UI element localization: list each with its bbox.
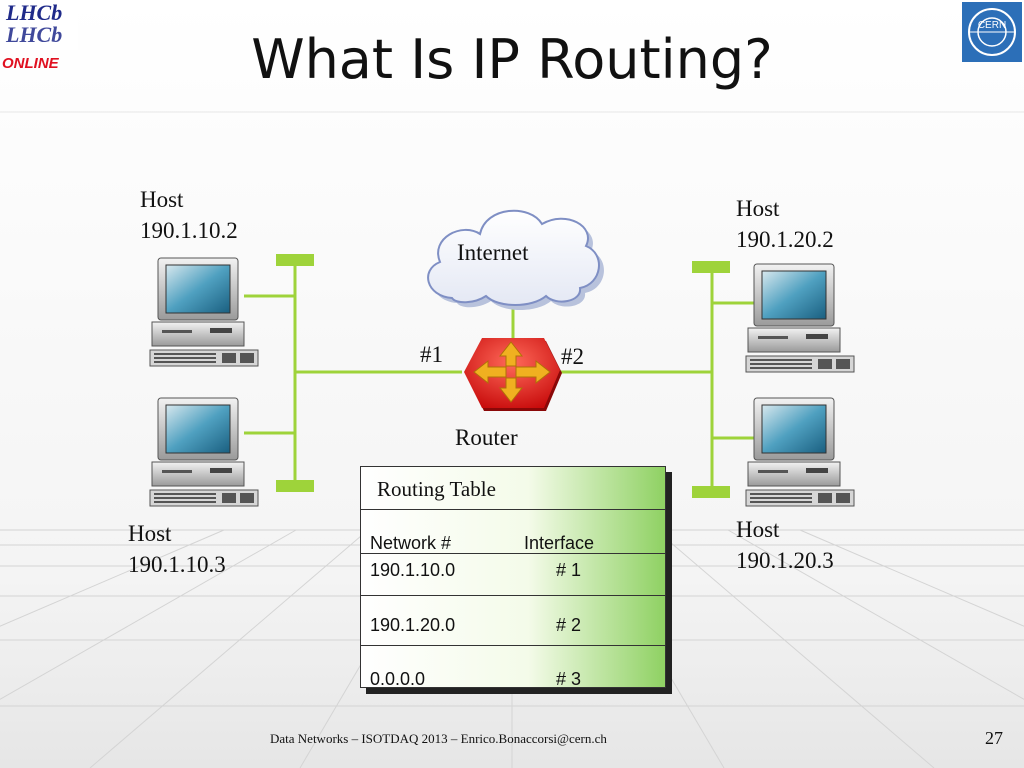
svg-text:LHCb: LHCb xyxy=(5,22,62,47)
host-label-title: Host xyxy=(736,517,780,542)
lhcb-logo: LHCb LHCb ONLINE xyxy=(0,0,78,72)
host-computer-icon xyxy=(745,263,855,373)
table-cell-interface: # 1 xyxy=(556,560,582,580)
routing-table-divider xyxy=(361,509,665,510)
routing-table-title: Routing Table xyxy=(377,477,496,501)
slide-title: What Is IP Routing? xyxy=(251,28,773,91)
router-label: Router xyxy=(455,425,518,450)
table-cell-interface: # 2 xyxy=(556,615,582,635)
routing-table: Routing Table Network # Interface 190.1.… xyxy=(360,466,666,689)
routing-table-divider xyxy=(361,553,665,554)
host-address: 190.1.20.2 xyxy=(736,227,834,252)
host-label-title: Host xyxy=(736,196,780,221)
routing-table-divider xyxy=(361,645,665,646)
svg-text:LHCb: LHCb xyxy=(5,0,62,25)
host-computer-icon xyxy=(745,397,855,507)
page-number: 27 xyxy=(985,728,1003,748)
host-computer-icon xyxy=(149,397,259,507)
column-header-network: Network # xyxy=(370,533,452,553)
router-icon xyxy=(464,338,562,411)
host-label: Host 190.1.20.2 xyxy=(736,193,834,255)
host-computer-icon xyxy=(149,257,259,367)
router-port-1-label: #1 xyxy=(420,342,443,367)
host-address: 190.1.10.3 xyxy=(128,552,226,577)
table-cell-network: 0.0.0.0 xyxy=(370,669,426,689)
host-address: 190.1.20.3 xyxy=(736,548,834,573)
host-label: Host 190.1.20.3 xyxy=(736,514,834,576)
router-port-2-label: #2 xyxy=(561,344,584,369)
slide-footer: Data Networks – ISOTDAQ 2013 – Enrico.Bo… xyxy=(270,731,607,746)
table-cell-network: 190.1.10.0 xyxy=(370,560,456,580)
column-header-interface: Interface xyxy=(524,533,595,553)
host-label-title: Host xyxy=(128,521,172,546)
internet-cloud-icon xyxy=(427,209,604,310)
host-label-title: Host xyxy=(140,187,184,212)
host-address: 190.1.10.2 xyxy=(140,218,238,243)
host-label: Host 190.1.10.3 xyxy=(128,518,226,580)
table-cell-interface: # 3 xyxy=(556,669,582,689)
routing-table-divider xyxy=(361,595,665,596)
svg-text:CERN: CERN xyxy=(978,20,1006,31)
host-label: Host 190.1.10.2 xyxy=(140,184,238,246)
internet-label: Internet xyxy=(457,240,529,265)
svg-text:ONLINE: ONLINE xyxy=(2,55,60,72)
cern-logo: CERN xyxy=(962,2,1022,62)
table-cell-network: 190.1.20.0 xyxy=(370,615,456,635)
